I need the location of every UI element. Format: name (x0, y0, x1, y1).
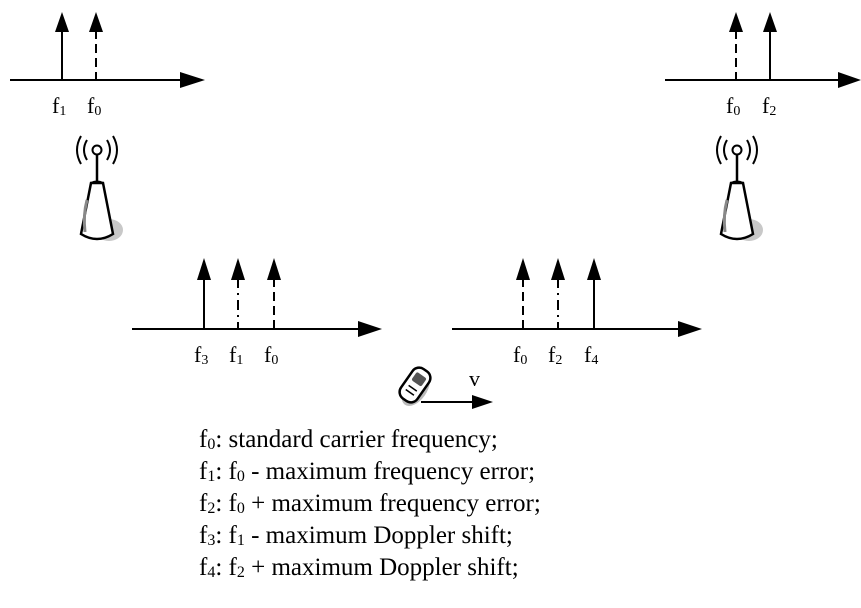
freq-label-f2: f2 (762, 93, 776, 119)
freq-label-f0: f0 (264, 342, 278, 368)
legend-line-f0: f0: standard carrier frequency; (199, 426, 498, 453)
freq-label-f4: f4 (584, 342, 598, 368)
freq-label-f2: f2 (548, 342, 562, 368)
freq-label-f0: f0 (513, 342, 527, 368)
spectrum-top-left: f1 f0 (10, 12, 205, 119)
freq-label-f0: f0 (87, 93, 101, 119)
legend: f0: standard carrier frequency; f1: f0 - … (199, 426, 541, 581)
legend-line-f3: f3: f1 - maximum Doppler shift; (199, 522, 513, 549)
legend-line-f1: f1: f0 - maximum frequency error; (199, 458, 535, 485)
freq-label-f0: f0 (726, 93, 740, 119)
legend-line-f2: f2: f0 + maximum frequency error; (199, 490, 541, 517)
axis-arrowhead (180, 72, 205, 88)
spectrum-mid-left: f3 f1 f0 (132, 258, 382, 368)
freq-label-f1: f1 (52, 93, 66, 119)
freq-label-f1: f1 (229, 342, 243, 368)
spectrum-mid-right: f0 f2 f4 (452, 258, 702, 368)
spectrum-top-right: f0 f2 (665, 12, 861, 119)
base-station-icon (76, 135, 123, 241)
freq-label-f3: f3 (194, 342, 208, 368)
legend-line-f4: f4: f2 + maximum Doppler shift; (199, 554, 519, 581)
velocity-label: v (469, 366, 480, 391)
mobile-phone-icon (398, 366, 432, 406)
velocity-arrow (421, 395, 493, 409)
base-station-icon (716, 135, 763, 241)
